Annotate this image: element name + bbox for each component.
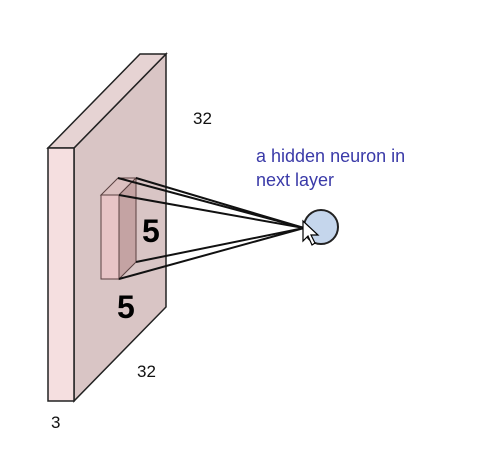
filter-side-face xyxy=(118,176,137,281)
filter-height-label: 5 xyxy=(142,213,160,249)
filter-front-face xyxy=(100,194,120,280)
input-volume-front-face xyxy=(47,147,75,402)
filter-width-label: 5 xyxy=(117,289,135,325)
volume-height-label: 32 xyxy=(193,109,212,128)
neuron-label-line2: next layer xyxy=(256,170,334,190)
volume-width-label: 32 xyxy=(137,362,156,381)
connection-lines xyxy=(117,177,305,280)
volume-depth-label: 3 xyxy=(51,413,60,432)
cursor-icon xyxy=(302,219,320,246)
neuron-label-line1: a hidden neuron in xyxy=(256,146,405,166)
